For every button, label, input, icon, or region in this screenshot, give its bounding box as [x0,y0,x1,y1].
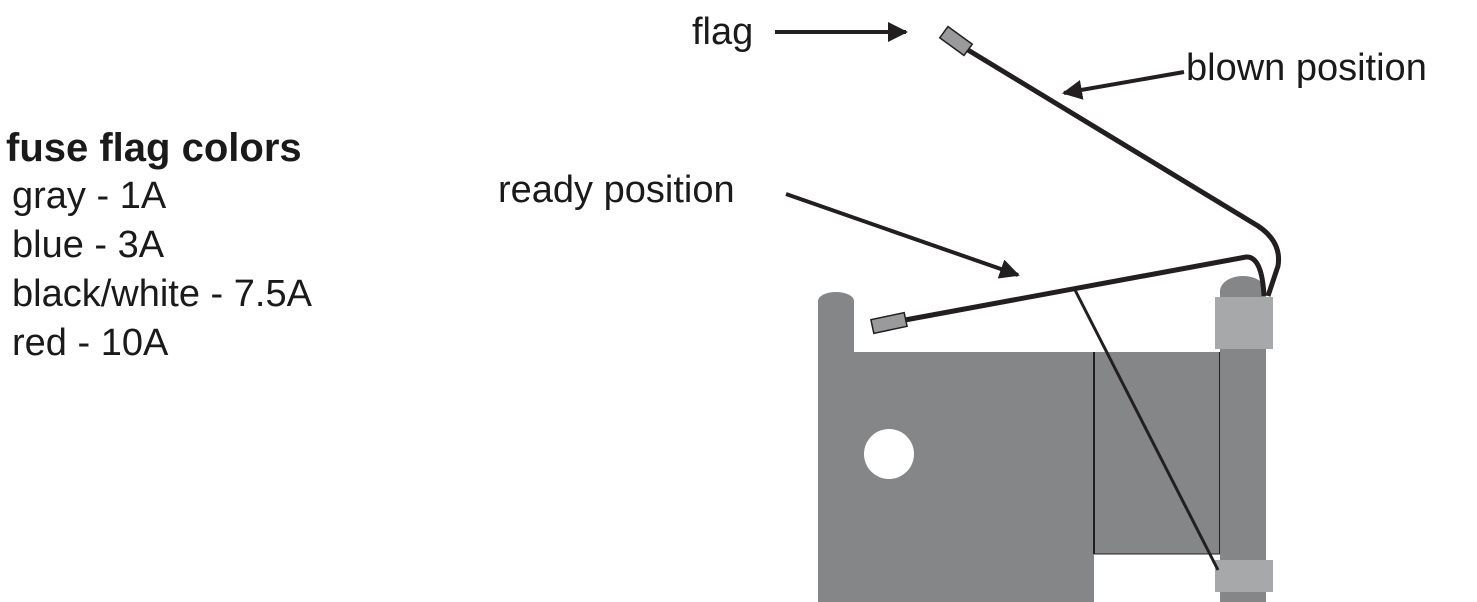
flag-label: flag [692,11,753,53]
legend-list: gray - 1A blue - 3A black/white - 7.5A r… [6,172,312,368]
legend-item-blue: blue - 3A [12,224,165,266]
blown-position-wire [966,47,1282,297]
blown-position-arrow [1062,70,1185,100]
right-post-bottom-band [1215,560,1273,592]
legend-title: fuse flag colors [6,126,302,170]
flag-tip-ready [870,311,908,335]
flag-tip-blown [938,25,974,57]
blown-position-label: blown position [1186,47,1427,89]
diagonal-wire [1073,289,1220,571]
ready-position-label: ready position [498,169,735,211]
fuse-body [818,276,1273,602]
ready-position-arrow [785,192,1020,279]
right-post-top-band [1215,297,1273,349]
fuse-plate [818,352,1094,602]
left-post-cap [818,292,854,310]
legend-item-black-white: black/white - 7.5A [12,273,312,315]
mounting-hole [864,429,914,479]
callouts: flag blown position ready position [498,11,1427,279]
flag-wires [870,25,1282,571]
ready-position-wire [904,254,1267,323]
fuse-flag-legend: fuse flag colors gray - 1A blue - 3A bla… [6,124,312,368]
legend-item-red: red - 10A [12,322,169,364]
legend-item-gray: gray - 1A [12,175,167,217]
